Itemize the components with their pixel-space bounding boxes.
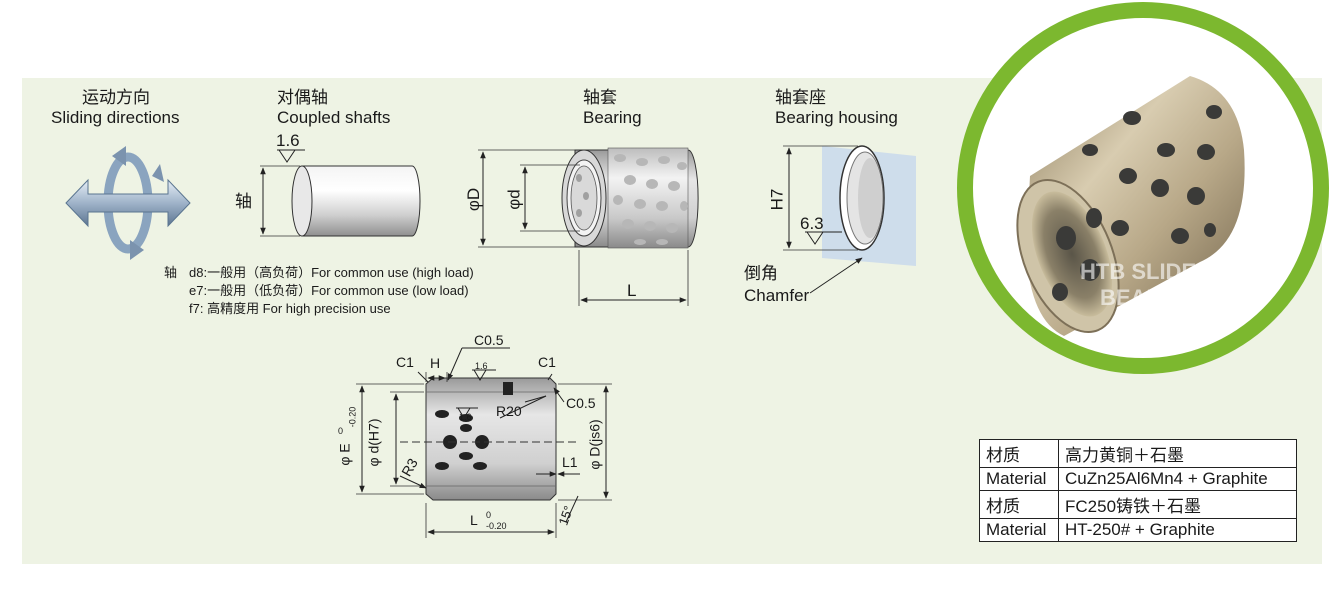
label-c05-right: C0.5 bbox=[566, 395, 596, 411]
bearing-title-en: Bearing bbox=[583, 108, 642, 127]
shaft-tolerance-e7: e7:一般用（低负荷）For common use (low load) bbox=[189, 283, 469, 298]
material-value: FC250铸铁＋石墨 bbox=[1058, 490, 1297, 519]
shaft-roughness: 1.6 bbox=[276, 131, 300, 150]
label-l1: L1 bbox=[562, 454, 578, 470]
bearing-drawing bbox=[478, 147, 699, 306]
material-label: 材质 bbox=[979, 439, 1059, 468]
sliding-directions-icon bbox=[65, 146, 191, 260]
section-drawing bbox=[356, 347, 612, 538]
label-h: H bbox=[430, 355, 441, 371]
label-c1-right: C1 bbox=[538, 354, 556, 370]
label-l: L bbox=[470, 512, 478, 528]
shaft-tolerance-prefix: 轴 bbox=[164, 265, 178, 280]
label-r16-inner: 1.6 bbox=[459, 412, 472, 422]
label-c1-left: C1 bbox=[396, 354, 414, 370]
material-value: HT-250# + Graphite bbox=[1058, 518, 1297, 542]
table-row: Material CuZn25Al6Mn4 + Graphite bbox=[979, 467, 1297, 491]
material-label: 材质 bbox=[979, 490, 1059, 519]
shaft-axis-label: 轴 bbox=[235, 192, 252, 211]
bearing-dim-L: L bbox=[627, 281, 637, 300]
label-r16-top: 1.6 bbox=[475, 361, 488, 371]
photo-watermark-1: HTB SLIDE bbox=[1080, 259, 1197, 284]
shaft-tolerance-f7: f7: 高精度用 For high precision use bbox=[189, 301, 391, 316]
material-value: 高力黄铜＋石墨 bbox=[1058, 439, 1297, 468]
table-row: Material HT-250# + Graphite bbox=[979, 518, 1297, 542]
label-c05-top: C0.5 bbox=[474, 332, 504, 348]
label-l-lower: -0.20 bbox=[486, 521, 507, 531]
housing-title-zh: 轴套座 bbox=[775, 88, 826, 107]
housing-drawing bbox=[783, 145, 916, 294]
material-label: Material bbox=[979, 467, 1059, 491]
label-r20: R20 bbox=[496, 403, 522, 419]
bearing-dim-D: φD bbox=[464, 187, 484, 212]
material-label: Material bbox=[979, 518, 1059, 542]
table-row: 材质 高力黄铜＋石墨 bbox=[979, 439, 1297, 468]
label-phi-d-h7: φ d(H7) bbox=[365, 418, 382, 467]
material-value: CuZn25Al6Mn4 + Graphite bbox=[1058, 467, 1297, 491]
housing-tolerance: H7 bbox=[767, 188, 787, 211]
sliding-title-zh: 运动方向 bbox=[82, 88, 150, 107]
product-photo bbox=[957, 2, 1329, 374]
chamfer-zh: 倒角 bbox=[744, 264, 778, 283]
bearing-title-zh: 轴套 bbox=[583, 88, 617, 107]
housing-roughness: 6.3 bbox=[800, 214, 824, 233]
table-row: 材质 FC250铸铁＋石墨 bbox=[979, 490, 1297, 519]
label-phi-e-upper: 0 bbox=[338, 426, 344, 436]
shaft-drawing bbox=[260, 149, 421, 237]
label-phi-e-lower: -0.20 bbox=[347, 406, 358, 428]
chamfer-en: Chamfer bbox=[744, 286, 810, 305]
bearing-dim-d: φd bbox=[504, 189, 524, 210]
photo-watermark-2: BEARING bbox=[1100, 285, 1202, 310]
materials-table: 材质 高力黄铜＋石墨 Material CuZn25Al6Mn4 + Graph… bbox=[979, 439, 1297, 542]
sliding-title-en: Sliding directions bbox=[51, 108, 180, 127]
label-phi-d-js6: φ D(js6) bbox=[586, 419, 603, 470]
housing-title-en: Bearing housing bbox=[775, 108, 898, 127]
label-phi-e: φ E bbox=[336, 443, 353, 466]
label-l-upper: 0 bbox=[486, 510, 492, 520]
shafts-title-zh: 对偶轴 bbox=[277, 88, 328, 107]
shaft-tolerance-d8: d8:一般用（高负荷）For common use (high load) bbox=[189, 265, 474, 280]
shafts-title-en: Coupled shafts bbox=[277, 108, 391, 127]
